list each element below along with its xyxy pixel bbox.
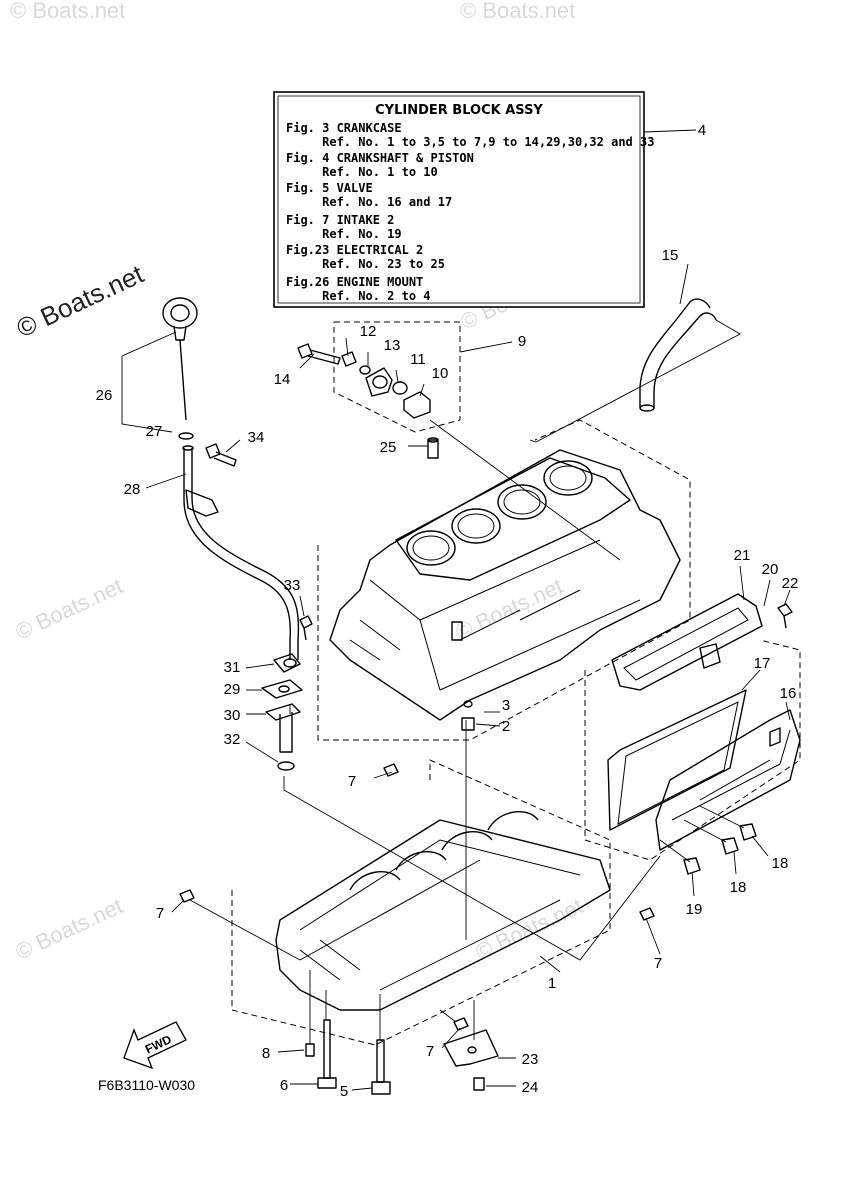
callout-18-lower: 18: [730, 879, 747, 896]
dowels-2-3: [461, 700, 475, 731]
callout-26: 26: [96, 387, 113, 404]
watermark-lower-left: © Boats.net: [12, 893, 127, 964]
callout-2: 2: [502, 718, 510, 735]
callout-25: 25: [380, 439, 397, 456]
bolts-18-19: [659, 805, 757, 875]
callout-17: 17: [754, 655, 771, 672]
info-box-line: Fig.26 ENGINE MOUNT: [286, 275, 423, 289]
callout-11: 11: [410, 351, 426, 368]
callout-29: 29: [224, 681, 241, 698]
watermark-top-center: © Boats.net: [460, 0, 575, 23]
intake-cover-21: [611, 593, 793, 691]
callout-24: 24: [522, 1079, 539, 1096]
info-box-line: Ref. No. 23 to 25: [286, 257, 445, 271]
watermark-mid-left: © Boats.net: [12, 573, 127, 644]
callout-33: 33: [284, 577, 301, 594]
callout-12: 12: [360, 323, 377, 340]
callout-8: 8: [262, 1045, 270, 1062]
info-box-title: CYLINDER BLOCK ASSY: [375, 103, 543, 118]
side-cover-16-17: [607, 689, 801, 851]
callout-19: 19: [686, 901, 703, 918]
info-box-line: Fig. 5 VALVE: [286, 181, 373, 195]
callout-15: 15: [662, 247, 679, 264]
callout-16: 16: [780, 685, 797, 702]
callout-labels: 1 2 3 4 5 6 7 7 7 7 8 9 10 11 12 13 14 1…: [96, 122, 799, 1100]
info-box-line: Fig. 4 CRANKSHAFT & PISTON: [286, 151, 474, 165]
callout-27: 27: [146, 423, 163, 440]
info-box-line: Ref. No. 1 to 3,5 to 7,9 to 14,29,30,32 …: [286, 135, 654, 149]
watermark-large: © Boats.net: [12, 258, 149, 343]
watermark-top-left: © Boats.net: [10, 0, 125, 23]
callout-20: 20: [762, 561, 779, 578]
info-box-line: Fig. 3 CRANKCASE: [286, 121, 402, 135]
callout-1: 1: [548, 975, 556, 992]
info-box-line: Fig. 7 INTAKE 2: [286, 213, 394, 227]
callout-7-upper: 7: [348, 773, 356, 790]
callout-31: 31: [224, 659, 241, 676]
leader-lines: [121, 263, 791, 1091]
info-box: CYLINDER BLOCK ASSY Fig. 3 CRANKCASE Ref…: [273, 91, 697, 308]
callout-14: 14: [274, 371, 291, 388]
bracket-23: [443, 1029, 499, 1091]
callout-32: 32: [224, 731, 241, 748]
dipstick-assembly: [162, 297, 300, 660]
callout-30: 30: [224, 707, 241, 724]
callout-4: 4: [698, 122, 706, 139]
callout-7-bottom: 7: [426, 1043, 434, 1060]
diagram-code: F6B3110-W030: [98, 1077, 195, 1093]
lower-bolts: [305, 1019, 391, 1095]
cylinder-block: [329, 449, 681, 721]
callout-34: 34: [248, 429, 265, 446]
hose-15: [639, 298, 717, 412]
callout-22: 22: [782, 575, 799, 592]
watermark-center: © Boats.net: [452, 573, 567, 644]
bolt-34: [205, 443, 237, 467]
info-box-line: Ref. No. 19: [286, 227, 402, 241]
callout-10: 10: [432, 365, 449, 382]
info-box-line: Ref. No. 16 and 17: [286, 195, 452, 209]
callout-3: 3: [502, 697, 510, 714]
callout-5: 5: [340, 1083, 348, 1100]
oil-fitting-parts: [261, 615, 313, 771]
info-box-line: Ref. No. 2 to 4: [286, 289, 431, 303]
callout-9: 9: [518, 333, 526, 350]
callout-28: 28: [124, 481, 141, 498]
callout-7-left: 7: [156, 905, 164, 922]
callout-6: 6: [280, 1077, 288, 1094]
assembly-outlines: [231, 321, 801, 1046]
callout-18-upper: 18: [772, 855, 789, 872]
info-box-line: Ref. No. 1 to 10: [286, 165, 438, 179]
callout-7-right: 7: [654, 955, 662, 972]
callout-21: 21: [734, 547, 751, 564]
info-box-line: Fig.23 ELECTRICAL 2: [286, 243, 423, 257]
crankcase: [275, 811, 611, 1011]
dowel-pins-7: [179, 763, 655, 1031]
callout-23: 23: [522, 1051, 539, 1068]
fwd-arrow-icon: FWD: [123, 1021, 187, 1070]
callout-13: 13: [384, 337, 401, 354]
upper-fasteners: [297, 343, 439, 459]
